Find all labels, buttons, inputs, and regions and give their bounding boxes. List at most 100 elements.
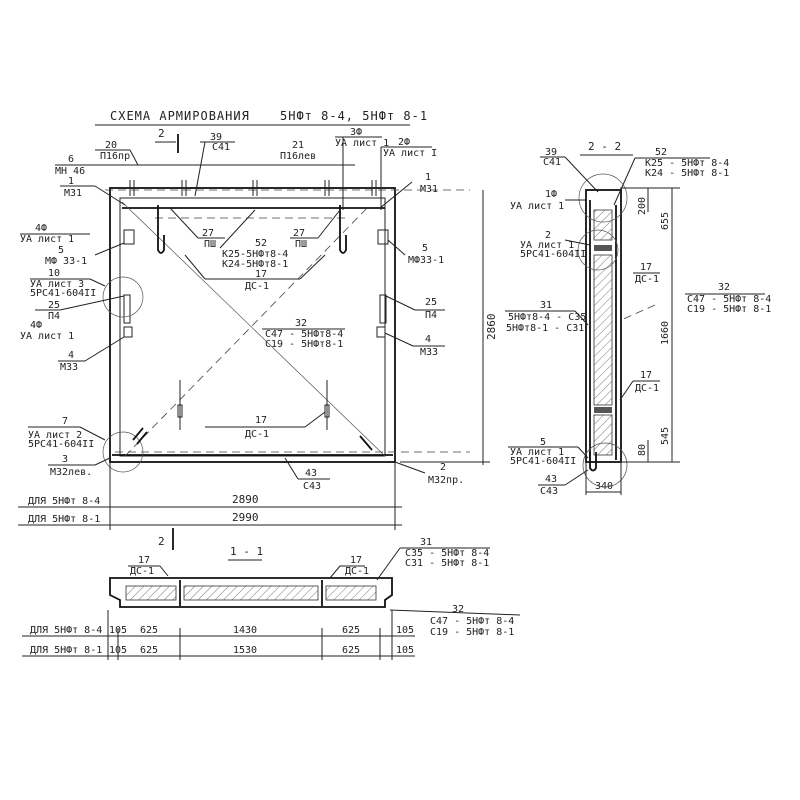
drawing-line	[589, 452, 597, 472]
plan-view	[55, 164, 470, 473]
drawing-label: УА лист 1	[520, 240, 574, 251]
drawing-label: 39	[210, 132, 222, 143]
drawing-label: 5РС41-604II	[510, 456, 576, 467]
drawing-line	[578, 173, 628, 223]
drawing-line	[619, 380, 634, 401]
drawing-line	[129, 149, 139, 166]
drawing-label: ДС-1	[635, 274, 659, 285]
drawing-line	[376, 547, 401, 581]
drawing-line	[59, 295, 125, 311]
drawing-line	[594, 407, 612, 413]
drawing-line	[379, 181, 413, 209]
drawing-line	[613, 157, 636, 206]
drawing-line	[582, 442, 628, 488]
drawing-line	[585, 189, 622, 463]
section-1-1-title: 1 - 1	[230, 545, 263, 558]
drawing-label: С19 - 5НФт 8-1	[430, 627, 514, 638]
drawing-label: 17	[350, 555, 362, 566]
drawing-label: 105	[396, 645, 414, 656]
drawing-label: С19 - 5НФт 8-1	[687, 304, 771, 315]
drawing-label: С47 - 5НФт 8-4	[687, 294, 771, 305]
drawing-label: 52	[655, 147, 667, 158]
drawing-line	[132, 427, 148, 445]
drawing-label: С35 - 5НФт 8-4	[405, 548, 489, 559]
drawing-label: МФ33-1	[408, 255, 444, 266]
drawing-label: УА лист 1	[20, 234, 74, 245]
drawing-line	[317, 209, 341, 239]
drawing-label: УА лист I	[383, 148, 437, 159]
drawing-line	[389, 609, 521, 616]
drawing-line	[124, 204, 371, 457]
drawing-line	[359, 435, 373, 451]
drawing-label: 25	[425, 297, 437, 308]
drawing-label: П4	[48, 311, 60, 322]
drawing-label: 2Ф	[398, 137, 410, 148]
drawing-line	[564, 469, 589, 486]
drawing-label: 5НФт8-1 - С31	[506, 323, 584, 334]
drawing-line	[387, 239, 406, 256]
drawing-label: 43	[305, 468, 317, 479]
drawing-label: УА лист 1	[335, 138, 389, 149]
drawing-line	[379, 294, 387, 324]
drawing-line	[564, 156, 599, 193]
drawing-label: 200	[637, 197, 648, 215]
drawing-label: 3	[62, 454, 68, 465]
drawing-line	[593, 209, 613, 241]
drawing-label: 10	[48, 268, 60, 279]
label-6: 6МН 46	[55, 154, 85, 177]
drawing-label: 39	[545, 147, 557, 158]
drawing-label: 7	[62, 416, 68, 427]
drawing-line	[394, 461, 426, 474]
drawing-label: УА лист 1	[510, 447, 564, 458]
drawing-line	[594, 245, 612, 251]
dim1-label: ДЛЯ 5НФт 8-4	[30, 625, 102, 636]
drawing-label: 1	[425, 172, 431, 183]
drawing-line	[385, 295, 416, 311]
drawing-label: М32лев.	[50, 467, 92, 478]
drawing-label: 4	[68, 350, 74, 361]
drawing-line	[329, 565, 341, 579]
drawing-label: 52	[255, 238, 267, 249]
drawing-label: 32	[295, 318, 307, 329]
drawing-label: 4	[425, 334, 431, 345]
drawing-label: 5РС41-604II	[520, 249, 586, 260]
drawing-label: М32пр.	[428, 475, 464, 486]
drawing-line	[177, 404, 183, 418]
drawing-label: 5РС41-604II	[30, 288, 96, 299]
dim-row2-width: 2990	[232, 511, 259, 524]
drawing-label: 1Ф	[545, 189, 557, 200]
drawing-label: 545	[660, 427, 671, 445]
drawing-label: УА лист 1	[20, 331, 74, 342]
drawing-line	[377, 229, 389, 245]
drawing-label: 1530	[233, 645, 257, 656]
drawing-line	[324, 404, 330, 418]
drawing-title: СХЕМА АРМИРОВАНИЯ 5НФт 8-4, 5НФт 8-1	[95, 109, 427, 126]
drawing-label: 17	[255, 269, 267, 280]
drawing-label: 31	[420, 537, 432, 548]
drawing-label: С31 - 5НФт 8-1	[405, 558, 489, 569]
drawing-label: М33	[60, 362, 78, 373]
drawing-label: К24-5НФт8-1	[222, 259, 288, 270]
label-5-left: 5МФ 33-1	[45, 242, 125, 267]
drawing-line	[577, 446, 589, 459]
drawing-label: С47 - 5НФт8-4	[265, 329, 343, 340]
drawing-label: 625	[342, 645, 360, 656]
drawing-label: ДС-1	[245, 281, 269, 292]
drawing-label: 105	[109, 625, 127, 636]
section-2-2-title: 2 - 2	[588, 140, 621, 153]
drawing-label: 1430	[233, 625, 257, 636]
